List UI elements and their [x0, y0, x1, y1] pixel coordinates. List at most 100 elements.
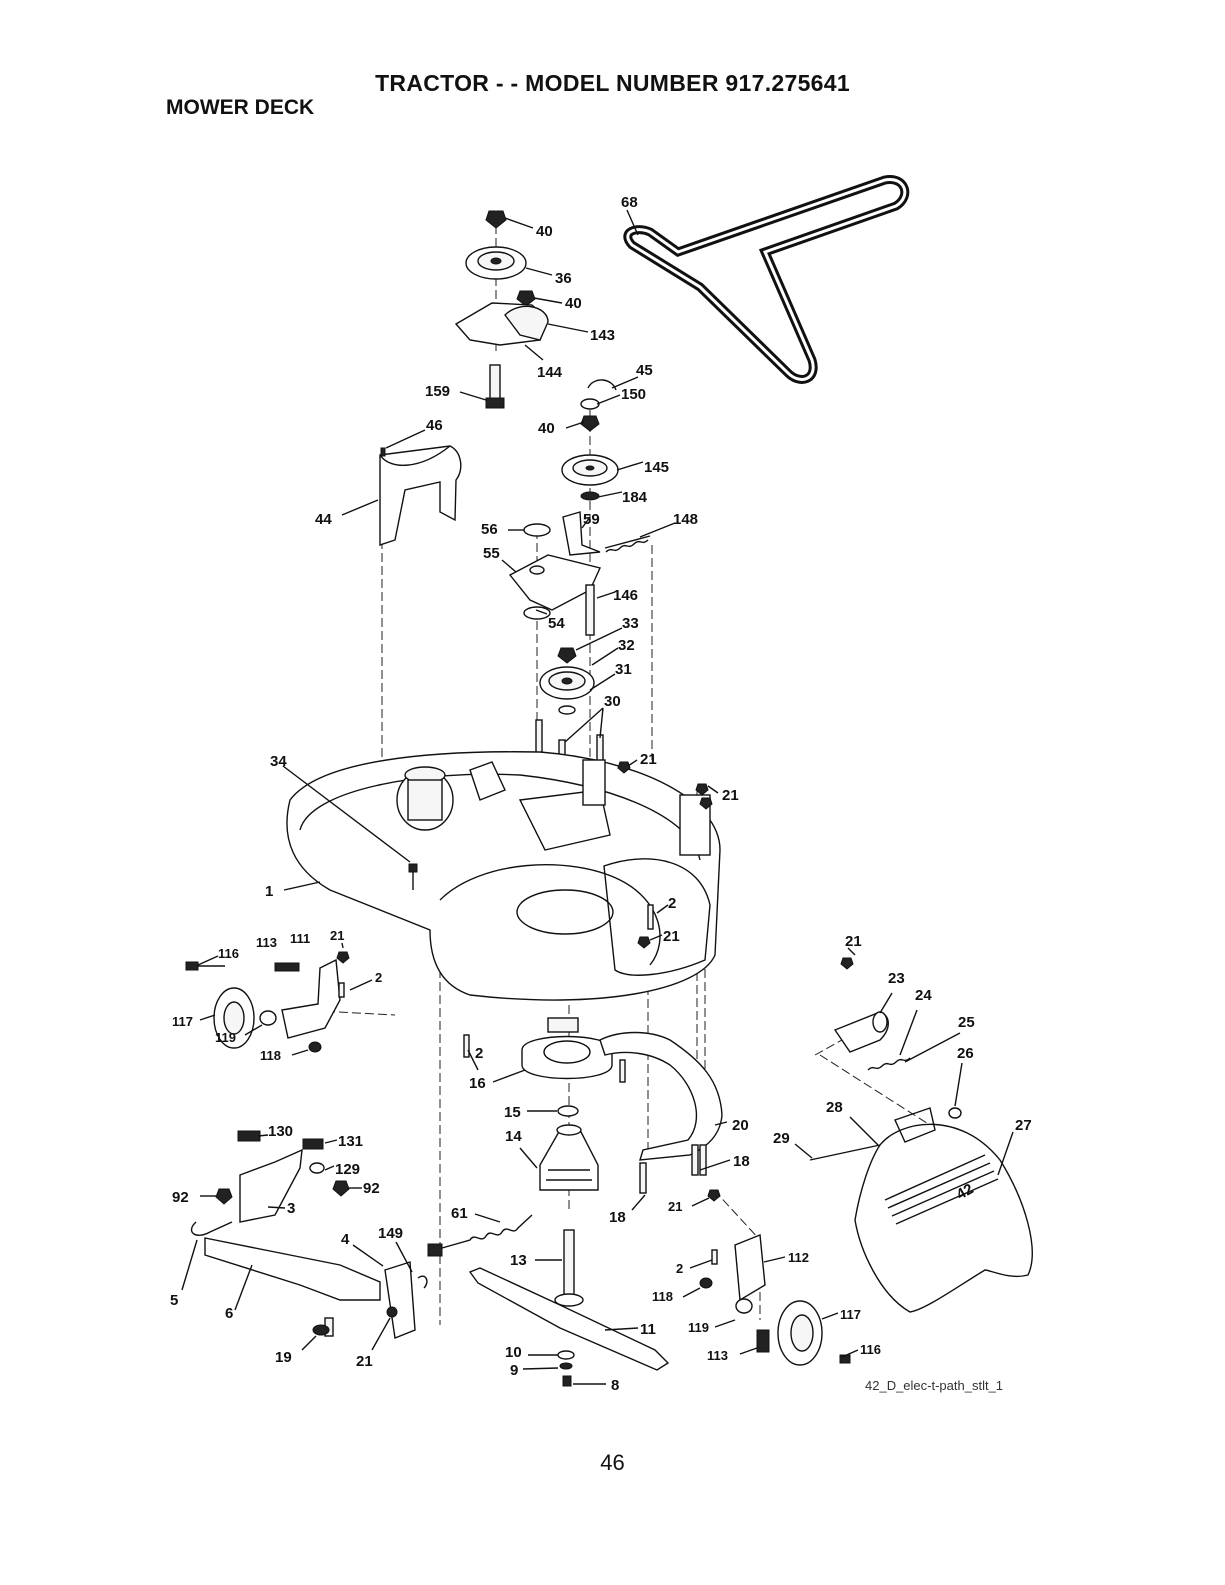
callout-2: 2 [375, 970, 382, 985]
callout-117: 117 [172, 1014, 193, 1029]
callout-45: 45 [636, 362, 653, 379]
callout-40: 40 [536, 223, 553, 240]
callout-8: 8 [611, 1377, 619, 1394]
callout-18: 18 [609, 1209, 626, 1226]
baffle-part-20 [599, 1031, 723, 1194]
callout-118: 118 [652, 1289, 673, 1304]
callout-159: 159 [425, 383, 450, 400]
callout-55: 55 [483, 545, 500, 562]
deck-size-marking: 42 [954, 1180, 977, 1203]
callout-34: 34 [270, 753, 287, 770]
callout-11: 11 [640, 1321, 656, 1338]
callout-112: 112 [788, 1250, 809, 1265]
belt-part-68 [623, 175, 910, 384]
callout-19: 19 [275, 1349, 292, 1366]
callout-150: 150 [621, 386, 646, 403]
callout-24: 24 [915, 987, 932, 1004]
callout-148: 148 [673, 511, 698, 528]
callout-40: 40 [538, 420, 555, 437]
callout-116: 116 [218, 946, 239, 961]
callout-21: 21 [663, 928, 680, 945]
callout-59: 59 [583, 511, 600, 528]
callout-54: 54 [548, 615, 565, 632]
callout-44: 44 [315, 511, 332, 528]
callout-145: 145 [644, 459, 669, 476]
callout-1: 1 [265, 883, 273, 900]
callout-149: 149 [378, 1225, 403, 1242]
callout-111: 111 [290, 931, 310, 946]
callout-129: 129 [335, 1161, 360, 1178]
callout-leader-lines [181, 209, 1014, 1385]
callout-61: 61 [451, 1205, 468, 1222]
callout-116: 116 [860, 1342, 881, 1357]
callout-21: 21 [330, 928, 344, 943]
callout-20: 20 [732, 1117, 749, 1134]
discharge-chute-assembly: 42 [809, 1011, 1033, 1313]
callout-16: 16 [469, 1075, 486, 1092]
callout-27: 27 [1015, 1117, 1032, 1134]
callout-144: 144 [537, 364, 563, 381]
deck-hardware-nuts [463, 761, 854, 1058]
deck-lift-linkage-assembly [190, 1130, 533, 1339]
callout-10: 10 [505, 1344, 522, 1361]
callout-9: 9 [510, 1362, 518, 1379]
callout-68: 68 [621, 194, 638, 211]
callout-21: 21 [356, 1353, 373, 1370]
callout-5: 5 [170, 1292, 178, 1309]
callout-2: 2 [475, 1045, 483, 1062]
diagram-reference-code: 42_D_elec-t-path_stlt_1 [865, 1378, 1003, 1393]
page-number: 46 [600, 1450, 625, 1475]
callout-23: 23 [888, 970, 905, 987]
callout-26: 26 [957, 1045, 974, 1062]
callout-118: 118 [260, 1048, 281, 1063]
callout-30: 30 [604, 693, 621, 710]
callout-2: 2 [676, 1261, 683, 1276]
callout-21: 21 [845, 933, 862, 950]
callout-113: 113 [707, 1348, 728, 1363]
callout-21: 21 [668, 1199, 682, 1214]
mower-deck-housing-part-1 [286, 751, 721, 1033]
callout-92: 92 [172, 1189, 189, 1206]
callout-3: 3 [287, 1200, 295, 1217]
idler-pulley-assembly-top [454, 210, 549, 409]
callout-40: 40 [565, 295, 582, 312]
callout-143: 143 [590, 327, 615, 344]
callout-119: 119 [688, 1320, 709, 1335]
callout-33: 33 [622, 615, 639, 632]
callout-131: 131 [338, 1133, 363, 1150]
callout-25: 25 [958, 1014, 975, 1031]
spindle-blade-assembly [468, 1035, 670, 1387]
callout-146: 146 [613, 587, 638, 604]
callout-130: 130 [268, 1123, 293, 1140]
callout-4: 4 [341, 1231, 350, 1248]
callout-29: 29 [773, 1130, 790, 1147]
callout-21: 21 [722, 787, 739, 804]
idler-arm-assembly [508, 511, 651, 636]
callout-32: 32 [618, 637, 635, 654]
callout-117: 117 [840, 1307, 861, 1322]
callout-119: 119 [215, 1030, 236, 1045]
callout-labels: 40 36 40 143 144 159 68 45 150 40 46 44 … [170, 194, 1032, 1394]
page-title: TRACTOR - - MODEL NUMBER 917.275641 [375, 70, 850, 96]
callout-18: 18 [733, 1153, 750, 1170]
callout-13: 13 [510, 1252, 527, 1269]
callout-2: 2 [668, 895, 676, 912]
callout-46: 46 [426, 417, 443, 434]
callout-28: 28 [826, 1099, 843, 1116]
section-title: MOWER DECK [166, 96, 315, 119]
callout-36: 36 [555, 270, 572, 287]
callout-31: 31 [615, 661, 632, 678]
right-gauge-wheel-assembly [699, 1189, 851, 1366]
callout-56: 56 [481, 521, 498, 538]
callout-21: 21 [640, 751, 657, 768]
belt-guard-part-44 [379, 445, 462, 546]
callout-6: 6 [225, 1305, 233, 1322]
callout-15: 15 [504, 1104, 521, 1121]
idler-pulley-assembly-mid [561, 379, 619, 501]
callout-184: 184 [622, 489, 648, 506]
callout-14: 14 [505, 1128, 522, 1145]
left-gauge-wheel-assembly [185, 951, 350, 1053]
callout-92: 92 [363, 1180, 380, 1197]
callout-113: 113 [256, 935, 277, 950]
